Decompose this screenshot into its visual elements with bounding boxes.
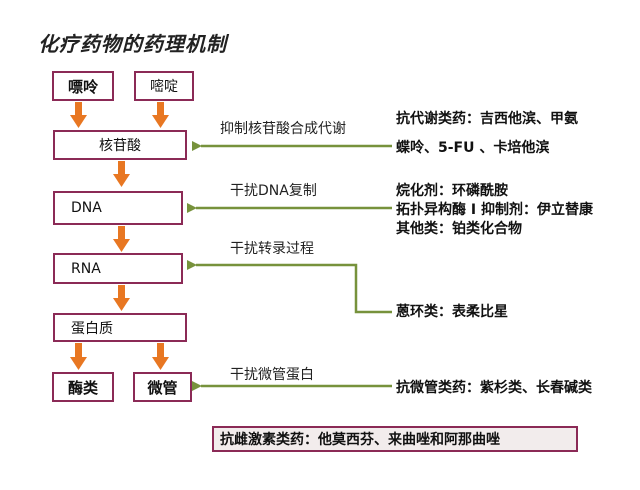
arrow-protein-to-microtubule [152,343,169,370]
arrow-protein-to-enzyme [70,343,87,370]
page-title: 化疗药物的药理机制 [38,32,227,56]
drug-topoisomerase: 拓扑异构酶 I 抑制剂：伊立替康 [396,202,593,218]
mechanism-dna-replication: 干扰DNA复制 [230,183,317,199]
mechanism-nucleotide-synthesis: 抑制核苷酸合成代谢 [220,121,346,137]
green-arrow-rna [187,260,392,314]
node-enzyme: 酶类 [52,372,114,402]
node-purine: 嘌呤 [52,71,114,101]
node-nucleotide: 核苷酸 [53,130,187,160]
hormone-note: 抗雌激素类药：他莫西芬、来曲唑和阿那曲唑 [212,426,578,452]
node-pyrimidine: 嘧啶 [134,71,194,101]
mechanism-transcription: 干扰转录过程 [230,241,314,257]
arrow-purine-to-nucleotide [70,102,87,128]
arrow-pyrimidine-to-nucleotide [152,102,169,128]
arrow-nucleotide-to-dna [113,161,130,187]
drug-anthracycline: 蒽环类：表柔比星 [396,304,508,320]
drug-other: 其他类：铂类化合物 [396,221,522,237]
inhibition-arrows [187,141,392,391]
drug-antimicrotubule: 抗微管类药：紫杉类、长春碱类 [396,380,592,396]
node-rna: RNA [53,253,183,284]
drug-alkylating: 烷化剂：环磷酰胺 [396,183,508,199]
node-protein: 蛋白质 [53,313,187,342]
flow-arrows [70,102,169,370]
node-dna: DNA [53,191,183,225]
drug-antimetabolite-line2: 蝶呤、5-FU 、卡培他滨 [396,140,550,156]
arrow-rna-to-protein [113,285,130,311]
mechanism-microtubule-protein: 干扰微管蛋白 [230,367,314,383]
drug-antimetabolite-line1: 抗代谢类药：吉西他滨、甲氨 [396,111,578,127]
node-microtubule: 微管 [133,372,192,402]
arrow-dna-to-rna [113,226,130,252]
